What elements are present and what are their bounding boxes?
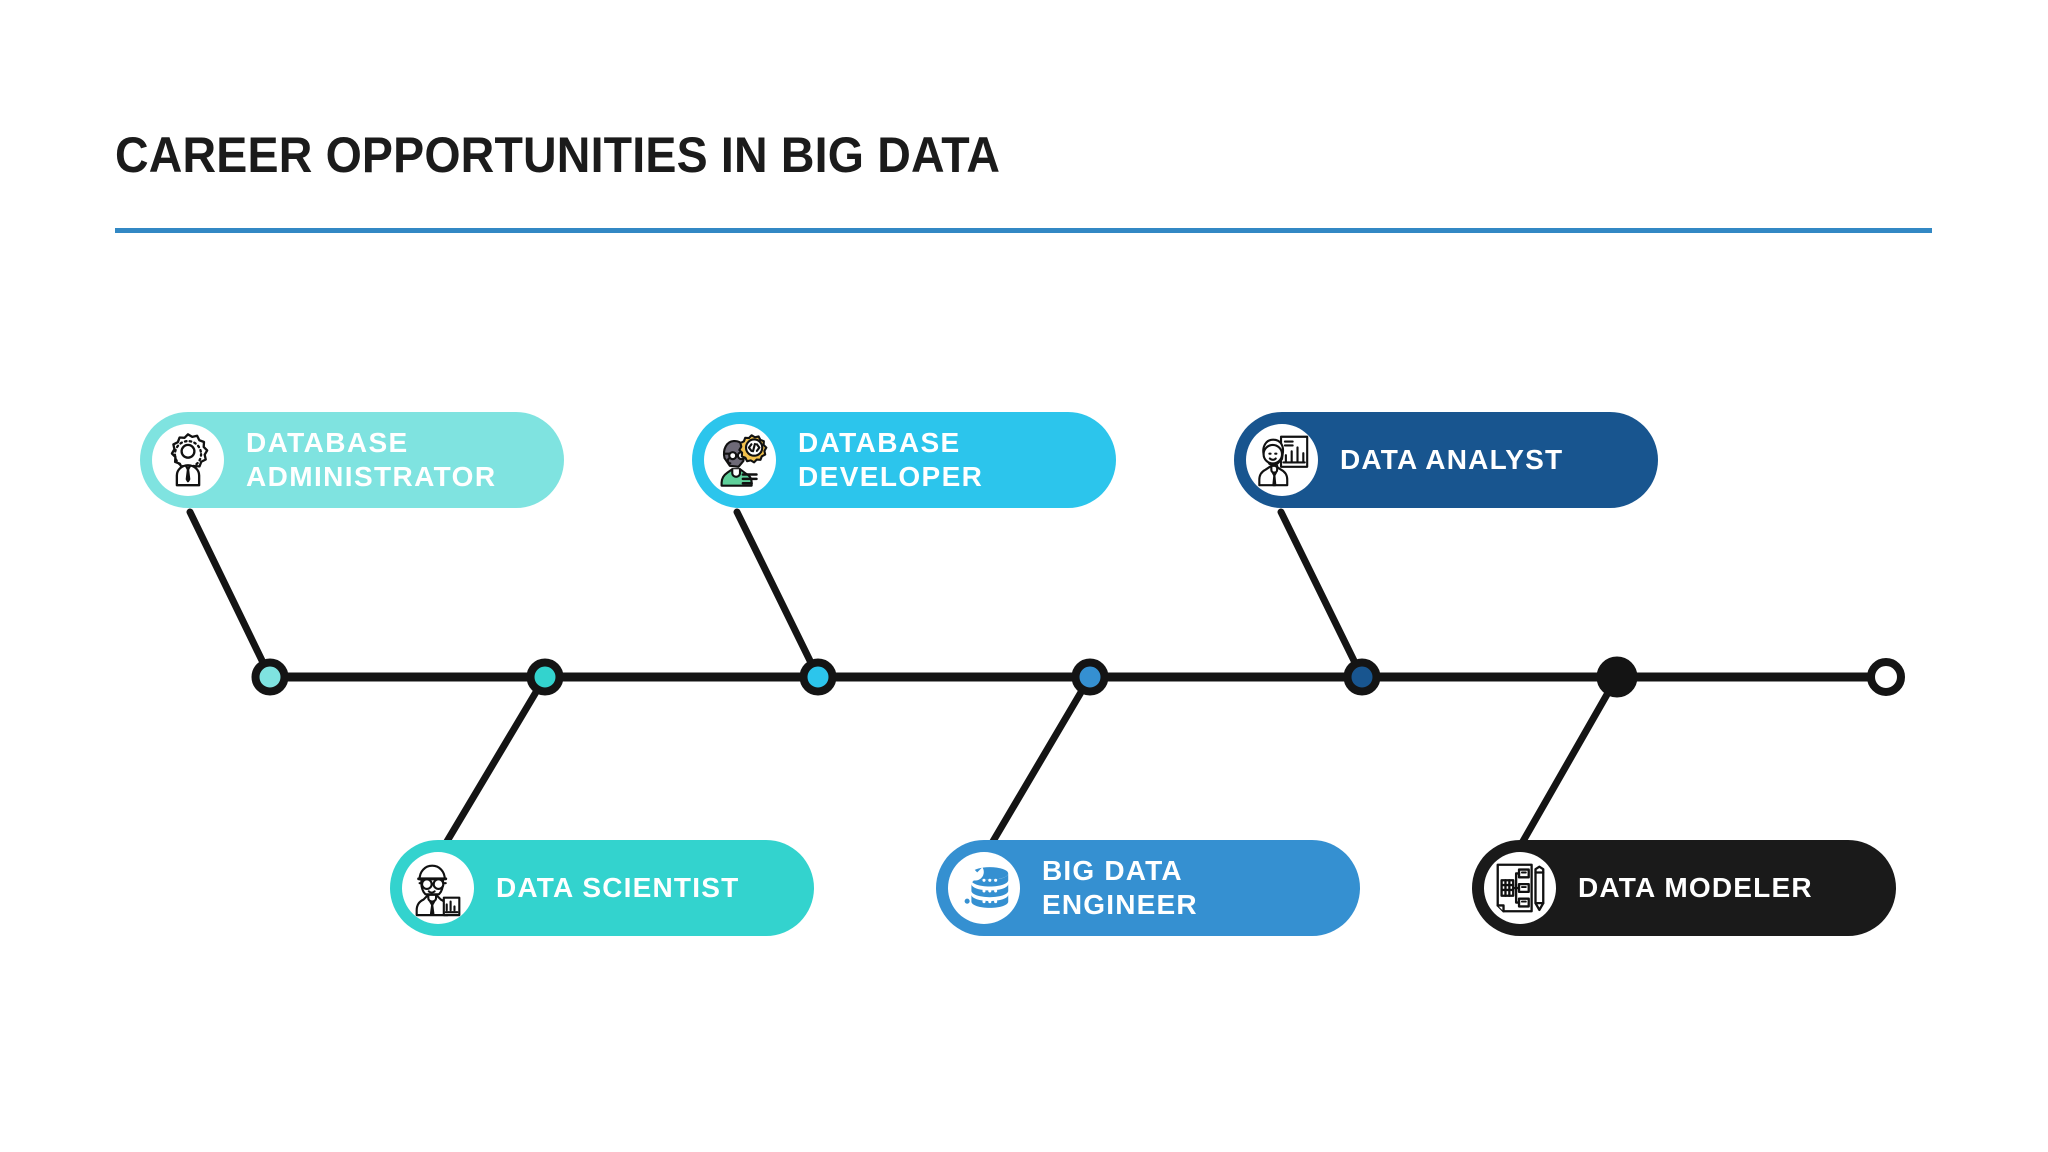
- pill-database-administrator[interactable]: DATABASE ADMINISTRATOR: [140, 412, 564, 508]
- connector-database-developer: [733, 508, 822, 681]
- connector-data-modeler: [1518, 673, 1621, 847]
- connector-data-analyst: [1277, 508, 1366, 681]
- pill-big-data-engineer[interactable]: BIG DATA ENGINEER: [936, 840, 1360, 936]
- title-divider-rule: [115, 228, 1932, 233]
- developer-code-gear-icon: [704, 424, 776, 496]
- blueprint-pencil-icon: [1484, 852, 1556, 924]
- connector-big-data-engineer: [988, 673, 1094, 847]
- timeline-node-7-endcap: [1867, 658, 1905, 696]
- pill-label-database-developer: DATABASE DEVELOPER: [798, 426, 984, 492]
- timeline-node-2: [526, 658, 564, 696]
- pill-label-database-administrator: DATABASE ADMINISTRATOR: [246, 426, 497, 492]
- timeline-node-4: [1071, 658, 1109, 696]
- database-wrench-icon: [948, 852, 1020, 924]
- connector-data-scientist: [442, 673, 549, 847]
- pill-data-analyst[interactable]: DATA ANALYST: [1234, 412, 1658, 508]
- page-title: CAREER OPPORTUNITIES IN BIG DATA: [115, 127, 1001, 183]
- scientist-glasses-icon: [402, 852, 474, 924]
- timeline-node-1: [251, 658, 289, 696]
- pill-label-data-analyst: DATA ANALYST: [1340, 443, 1564, 475]
- timeline-node-6: [1596, 656, 1638, 698]
- timeline-node-5: [1343, 658, 1381, 696]
- pill-label-data-scientist: DATA SCIENTIST: [496, 871, 740, 903]
- pill-data-scientist[interactable]: DATA SCIENTIST: [390, 840, 814, 936]
- timeline-node-3: [799, 658, 837, 696]
- person-in-gear-icon: [152, 424, 224, 496]
- pill-label-big-data-engineer: BIG DATA ENGINEER: [1042, 854, 1198, 920]
- pill-database-developer[interactable]: DATABASE DEVELOPER: [692, 412, 1116, 508]
- pill-data-modeler[interactable]: DATA MODELER: [1472, 840, 1896, 936]
- connector-database-administrator: [186, 508, 274, 681]
- analyst-chart-icon: [1246, 424, 1318, 496]
- pill-label-data-modeler: DATA MODELER: [1578, 871, 1813, 903]
